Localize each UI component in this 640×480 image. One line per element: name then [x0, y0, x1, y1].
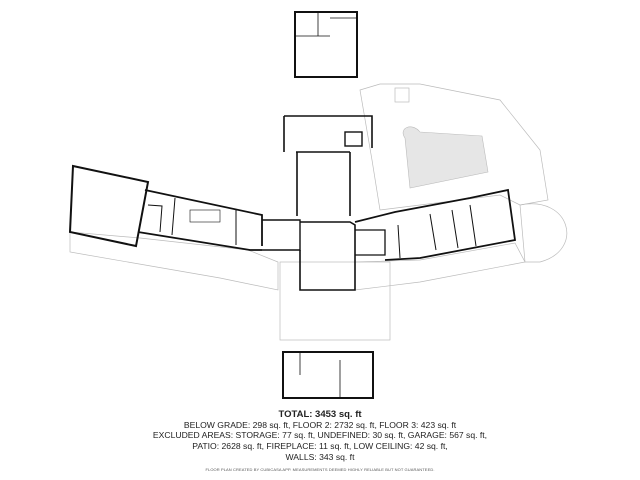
area-breakdown-line-1: BELOW GRADE: 298 sq. ft, FLOOR 2: 2732 s… [183, 420, 457, 430]
walls [68, 11, 517, 399]
area-breakdown-line-2: EXCLUDED AREAS: STORAGE: 77 sq. ft, UNDE… [152, 430, 488, 440]
area-breakdown-line-3: PATIO: 2628 sq. ft, FIREPLACE: 11 sq. ft… [192, 441, 448, 451]
swimming-pool [402, 126, 489, 189]
total-area: TOTAL: 3453 sq. ft [278, 409, 362, 420]
patio-outlines [69, 83, 568, 341]
disclaimer: FLOOR PLAN CREATED BY CUBICASA APP. MEAS… [205, 467, 435, 472]
area-breakdown-line-4: WALLS: 343 sq. ft [285, 452, 355, 462]
